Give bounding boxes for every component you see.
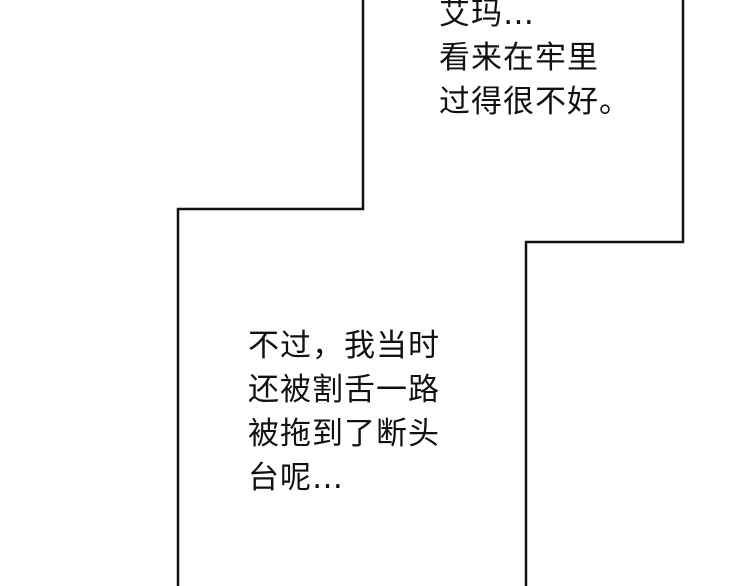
dialogue-line: 艾玛…	[439, 0, 535, 32]
dialogue-line: 还被割舌一路	[248, 372, 440, 408]
dialogue-text-bottom: 不过，我当时 还被割舌一路 被拖到了断头 台呢…	[248, 324, 440, 500]
panel-border-upper-right	[176, 0, 365, 586]
dialogue-text-top: 艾玛… 看来在牢里 过得很不好。	[439, 0, 631, 124]
dialogue-line: 被拖到了断头	[248, 416, 440, 452]
panel-border-right-step	[524, 0, 685, 586]
dialogue-line: 过得很不好。	[439, 84, 631, 120]
dialogue-line: 台呢…	[248, 460, 344, 496]
dialogue-line: 不过，我当时	[248, 328, 440, 364]
dialogue-line: 看来在牢里	[439, 40, 599, 76]
